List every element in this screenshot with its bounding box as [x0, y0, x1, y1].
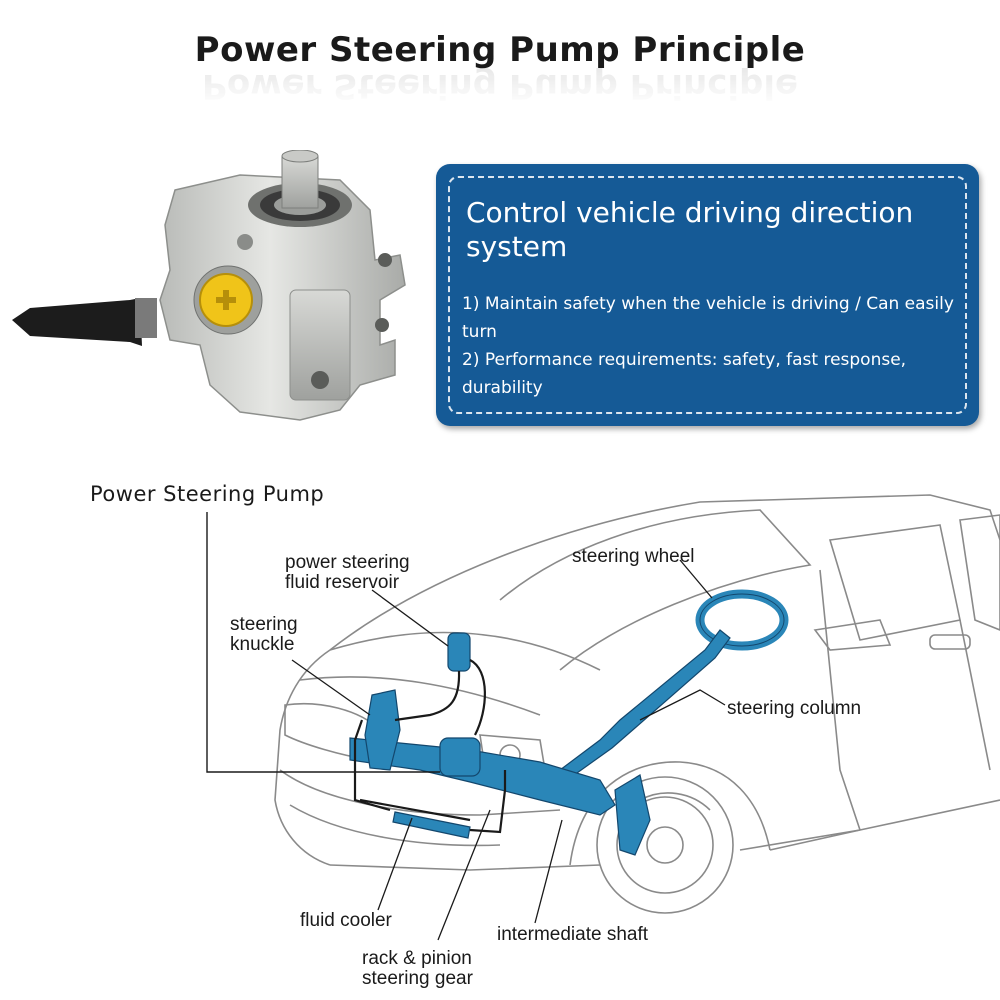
label-fluid-cooler: fluid cooler [300, 910, 393, 931]
label-reservoir-1: power steering [285, 552, 410, 573]
label-power-steering-pump: Power Steering Pump [90, 482, 324, 506]
page-title-reflection: Power Steering Pump Principle [201, 66, 799, 106]
power-steering-pump-image [12, 150, 406, 421]
pump-callout-line [206, 512, 440, 773]
page-title: Power Steering Pump Principle [194, 30, 806, 70]
label-reservoir-2: fluid reservoir [285, 572, 400, 593]
steering-system-diagram: Power Steering Pump power steering fluid… [90, 482, 1000, 989]
car-outline [274, 494, 1000, 914]
fluid-cooler-shape [392, 811, 471, 839]
label-steering-wheel: steering wheel [572, 546, 695, 567]
steering-column-shape [547, 629, 731, 787]
fluid-hoses [353, 659, 507, 834]
leader-lines [291, 559, 726, 941]
info-box-dashed-border: Control vehicle driving direction system… [448, 176, 967, 414]
steering-knuckle-shape [364, 689, 401, 771]
info-box: Control vehicle driving direction system… [436, 164, 979, 426]
label-knuckle-1: steering [230, 614, 298, 635]
info-heading: Control vehicle driving direction system [466, 196, 914, 263]
label-intermediate-shaft: intermediate shaft [497, 924, 649, 945]
label-knuckle-2: knuckle [230, 634, 294, 655]
info-line-1: 1) Maintain safety when the vehicle is d… [462, 294, 954, 342]
label-rack-pinion-1: rack & pinion [362, 948, 472, 969]
fluid-reservoir-shape [447, 632, 471, 672]
steering-components [349, 589, 789, 856]
label-steering-column: steering column [727, 698, 861, 719]
info-line-2: 2) Performance requirements: safety, fas… [462, 350, 907, 398]
label-rack-pinion-2: steering gear [362, 968, 474, 989]
